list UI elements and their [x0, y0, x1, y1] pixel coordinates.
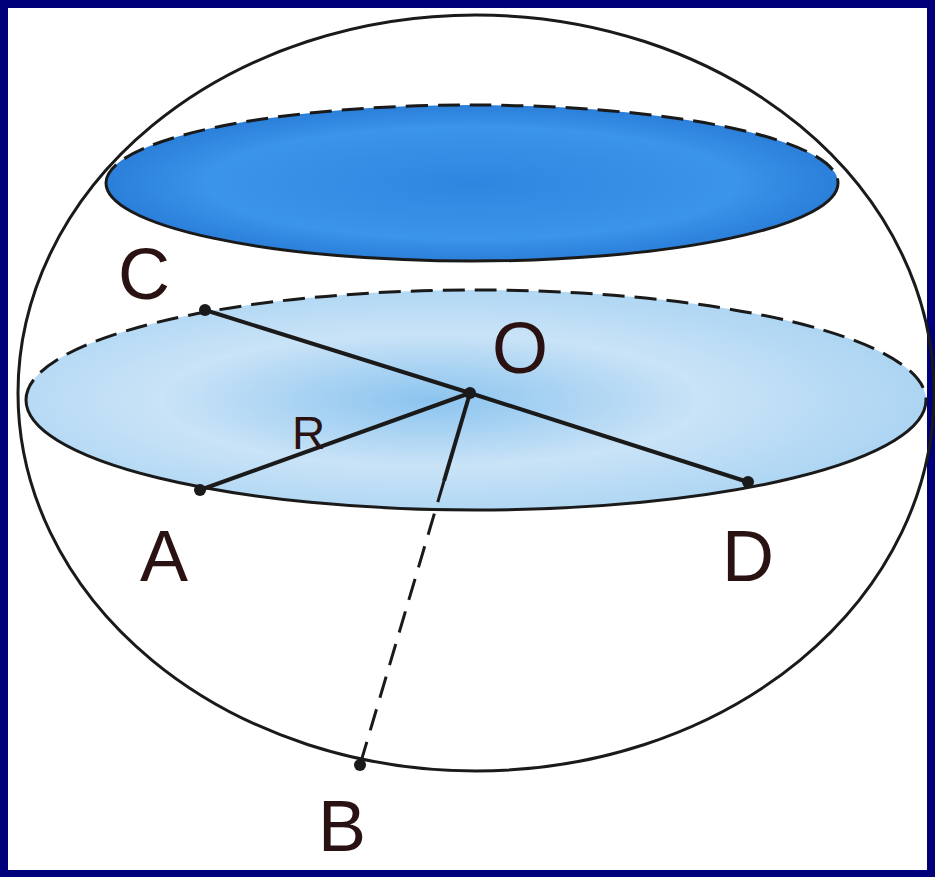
diameter-segment: [470, 393, 748, 482]
point-dot: [199, 304, 211, 316]
picture-ground: [8, 8, 927, 870]
hidden-radius: [360, 481, 444, 765]
point-label: R: [292, 410, 325, 456]
point-dot: [464, 387, 476, 399]
point-label: D: [722, 520, 774, 592]
point-dot: [742, 476, 754, 488]
point-dot: [354, 759, 366, 771]
radius-segment: [444, 393, 470, 481]
great-circle-fill: [26, 290, 926, 510]
sphere-outline: [18, 15, 934, 771]
point-label: O: [492, 312, 548, 384]
diameter-segment: [205, 310, 470, 393]
section-fill: [106, 105, 838, 261]
point-label: A: [140, 520, 188, 592]
radius-segment: [200, 393, 470, 490]
point-label: B: [318, 790, 366, 862]
point-dot: [194, 484, 206, 496]
point-label: C: [118, 238, 170, 310]
great-circle-front-arc: [26, 400, 926, 510]
section-back-arc: [106, 105, 838, 183]
section-front-arc: [106, 183, 838, 261]
